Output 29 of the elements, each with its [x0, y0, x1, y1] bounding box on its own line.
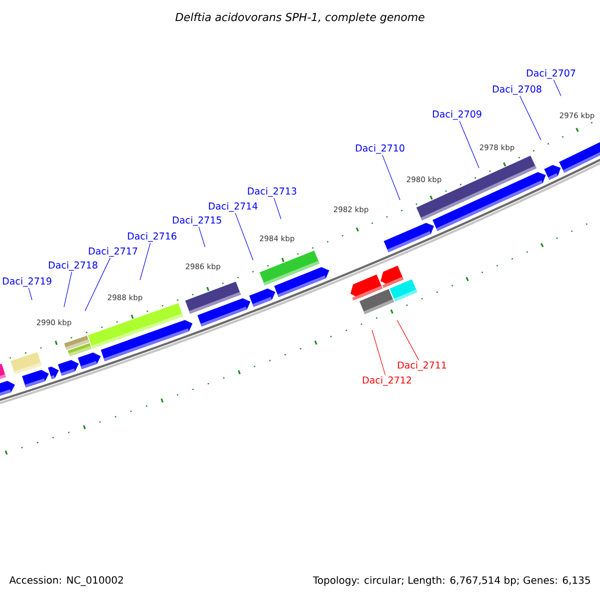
- leader-line: [520, 96, 542, 140]
- gene-label: Daci_2718: [48, 261, 98, 271]
- leader-line: [396, 320, 420, 360]
- gene-label: Daci_2714: [208, 202, 258, 212]
- leader-line: [372, 330, 386, 376]
- leader-line: [140, 242, 151, 280]
- leader-line: [64, 272, 72, 308]
- leader-line: [553, 80, 562, 96]
- leader-line: [382, 154, 400, 200]
- accession-text: Accession: NC_010002: [9, 576, 123, 586]
- leader-line: [84, 258, 110, 312]
- gene-label: Daci_2715: [172, 216, 222, 226]
- gene-label: Daci_2707: [526, 69, 576, 79]
- gene-label: Daci_2712: [362, 376, 412, 386]
- gene-label: Daci_2711: [398, 361, 446, 371]
- gene-label: Daci_2708: [492, 85, 542, 95]
- leader-line: [274, 198, 282, 220]
- gene-label: Daci_2713: [248, 187, 296, 197]
- gene-label: Daci_2716: [128, 232, 176, 242]
- leader-line: [459, 120, 480, 168]
- title: Delftia acidovorans SPH-1, complete genome: [175, 12, 424, 24]
- gene-label: Daci_2709: [432, 110, 482, 120]
- gene-label: Daci_2717: [88, 247, 138, 257]
- leader-line: [28, 288, 32, 300]
- leader-line: [234, 212, 254, 260]
- gene-label: Daci_2710: [356, 144, 404, 154]
- gene-label: Daci_2719: [2, 277, 52, 287]
- leader-line: [198, 226, 206, 248]
- genome-info-text: Topology: circular; Length: 6,767,514 bp; Genes: 6,135: [312, 576, 590, 586]
